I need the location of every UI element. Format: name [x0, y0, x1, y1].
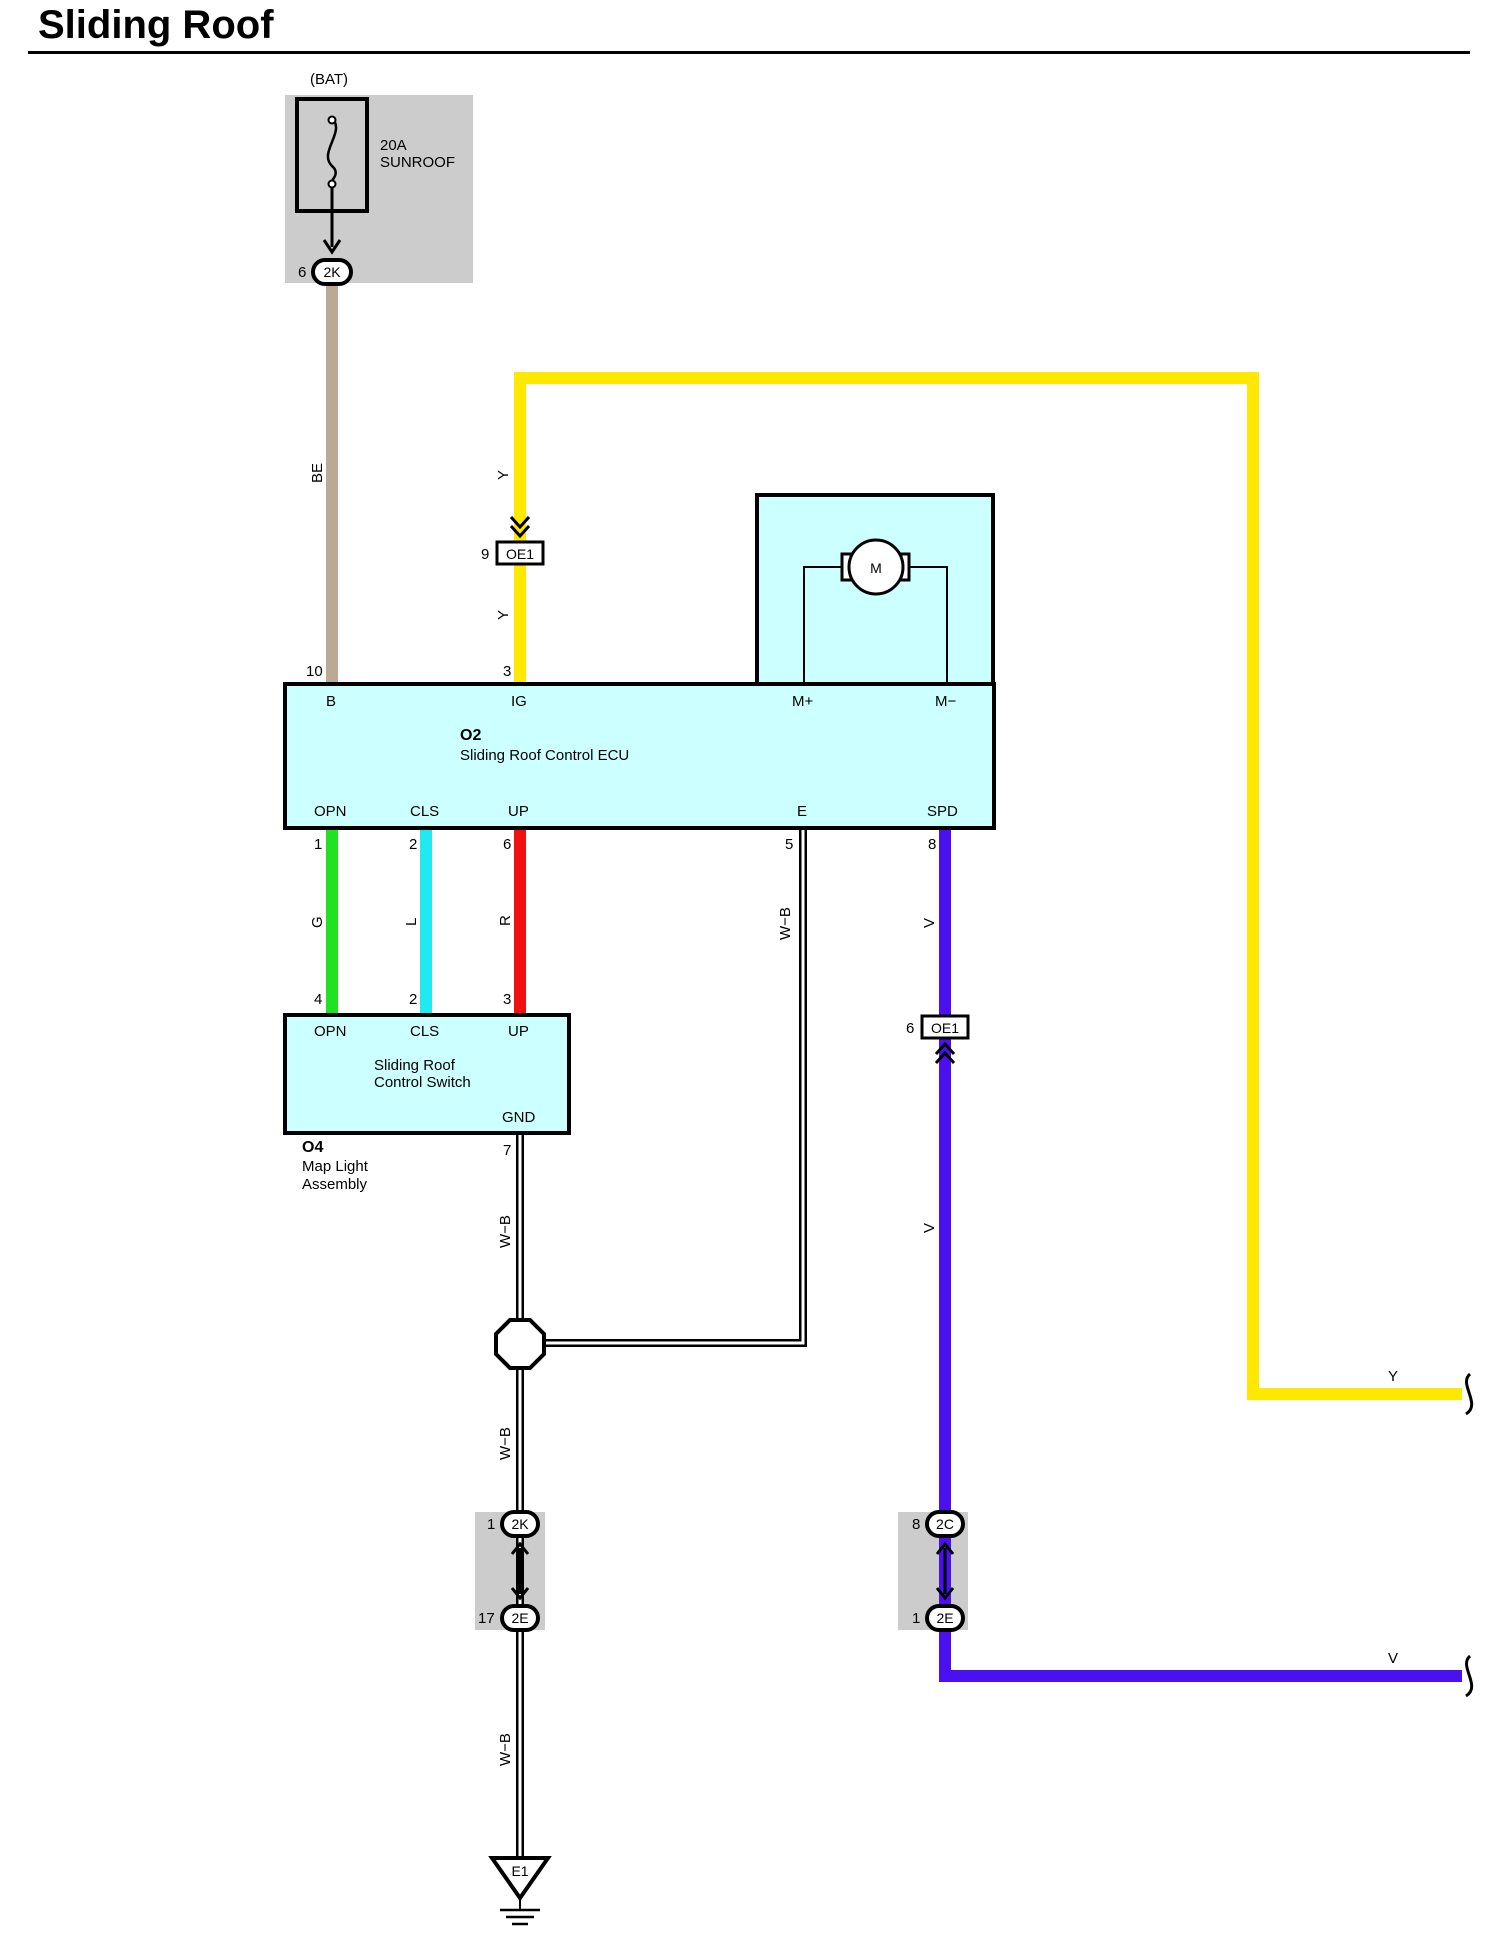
- connector-pin: 1: [912, 1610, 920, 1627]
- wire-label-y-right: Y: [1388, 1368, 1398, 1385]
- arrow-down-icon: [935, 1587, 955, 1601]
- switch-pin-num-cls: 2: [409, 991, 417, 1008]
- connector-pin: 9: [481, 546, 489, 563]
- connector-oe1-top: OE1: [495, 515, 545, 566]
- svg-text:OE1: OE1: [506, 546, 534, 562]
- wire-label-v-1: V: [921, 918, 938, 928]
- arrow-down-icon: [510, 1587, 530, 1601]
- motor-unit: M: [755, 493, 995, 686]
- switch-pin-cls: CLS: [410, 1023, 439, 1040]
- title-rule: [28, 51, 1470, 54]
- wire-label-r: R: [497, 915, 514, 926]
- connector-pin: 6: [906, 1020, 914, 1037]
- junction-2c-2e-right: 2C 2E: [898, 1510, 968, 1632]
- ecu-pin-ig: IG: [511, 693, 527, 710]
- arrow-up-icon: [510, 1541, 530, 1555]
- wire-label-wb-2: W−B: [497, 1427, 514, 1460]
- wire-label-wb-3: W−B: [497, 1733, 514, 1766]
- ecu-pin-num-cls: 2: [409, 836, 417, 853]
- svg-text:OE1: OE1: [931, 1020, 959, 1036]
- ecu-pin-e: E: [797, 803, 807, 820]
- wire-label-v-right: V: [1388, 1650, 1398, 1667]
- wire-label-y-upper: Y: [495, 470, 512, 480]
- switch-box: [283, 1013, 571, 1135]
- wire-y: [514, 372, 1462, 1400]
- connector-pin: 1: [487, 1516, 495, 1533]
- switch-assembly-line2: Assembly: [302, 1176, 368, 1193]
- svg-text:2E: 2E: [936, 1610, 953, 1626]
- ecu-pin-num-ig: 3: [503, 663, 511, 680]
- connector-2k-top: 2K: [311, 258, 353, 286]
- wire-label-wb-ecu: W−B: [777, 907, 794, 940]
- wire-label-g: G: [309, 916, 326, 928]
- switch-assembly-line1: Map Light: [302, 1158, 369, 1175]
- ecu-code: O2: [460, 727, 481, 744]
- ecu-pin-num-opn: 1: [314, 836, 322, 853]
- arrow-up-icon: [935, 1541, 955, 1555]
- page-title: Sliding Roof: [38, 3, 274, 47]
- ecu-name: Sliding Roof Control ECU: [460, 747, 629, 764]
- ecu-pin-num-up: 6: [503, 836, 511, 853]
- fuse-rating: 20A: [380, 137, 407, 154]
- wire-label-l: L: [403, 918, 420, 926]
- chevron-up-icon: [934, 1050, 956, 1065]
- svg-text:2E: 2E: [511, 1610, 528, 1626]
- wire-v: [939, 828, 1462, 1682]
- svg-text:2K: 2K: [511, 1516, 529, 1532]
- chevron-down-icon: [509, 524, 531, 539]
- ecu-pin-b: B: [326, 693, 336, 710]
- wire-label-wb-1: W−B: [497, 1215, 514, 1248]
- fuse-source: (BAT): [310, 71, 348, 88]
- splice-junction-icon: [494, 1318, 546, 1370]
- switch-pin-gnd: GND: [502, 1109, 536, 1126]
- wire-break-icon-v: [1465, 1654, 1474, 1698]
- ecu-pin-mminus: M−: [935, 693, 956, 710]
- switch-pin-num-opn: 4: [314, 991, 322, 1008]
- wire-label-y-lower: Y: [495, 610, 512, 620]
- wire-break-icon-y: [1465, 1372, 1474, 1416]
- ecu-pin-num-e: 5: [785, 836, 793, 853]
- connector-oe1-bottom: OE1: [920, 1014, 970, 1065]
- arrow-down-icon: [322, 239, 342, 255]
- switch-pin-num-gnd: 7: [503, 1142, 511, 1159]
- connector-label: 2K: [323, 264, 341, 280]
- switch-name-line1: Sliding Roof: [374, 1057, 456, 1074]
- svg-text:2C: 2C: [936, 1516, 954, 1532]
- ground-triangle-icon: [488, 1856, 552, 1902]
- ecu-pin-opn: OPN: [314, 803, 347, 820]
- connector-pin: 17: [478, 1610, 495, 1627]
- switch-name-line2: Control Switch: [374, 1074, 471, 1091]
- svg-text:M: M: [870, 560, 882, 576]
- switch-pin-opn: OPN: [314, 1023, 347, 1040]
- switch-pin-num-up: 3: [503, 991, 511, 1008]
- fuse-shade: [285, 95, 473, 283]
- fuse-name: SUNROOF: [380, 154, 455, 171]
- ecu-box: [283, 682, 996, 830]
- ecu-pin-cls: CLS: [410, 803, 439, 820]
- switch-pin-up: UP: [508, 1023, 529, 1040]
- ecu-pin-mplus: M+: [792, 693, 813, 710]
- junction-2k-2e-left: 2K 2E: [475, 1510, 545, 1632]
- motor-icon: [847, 538, 905, 596]
- ecu-pin-up: UP: [508, 803, 529, 820]
- ecu-pin-spd: SPD: [927, 803, 958, 820]
- ground-label: E1: [511, 1863, 528, 1879]
- connector-pin: 8: [912, 1516, 920, 1533]
- wire-label-be: BE: [309, 463, 326, 483]
- chevron-up-icon: [934, 1041, 956, 1056]
- ground-e1: E1: [488, 1856, 552, 1926]
- chevron-down-icon: [509, 515, 531, 530]
- fuse-block: [285, 95, 473, 283]
- connector-pin: 6: [298, 264, 306, 281]
- wire-label-v-2: V: [921, 1223, 938, 1233]
- switch-code: O4: [302, 1139, 323, 1156]
- ecu-pin-num-spd: 8: [928, 836, 936, 853]
- ecu-pin-num-b: 10: [306, 663, 323, 680]
